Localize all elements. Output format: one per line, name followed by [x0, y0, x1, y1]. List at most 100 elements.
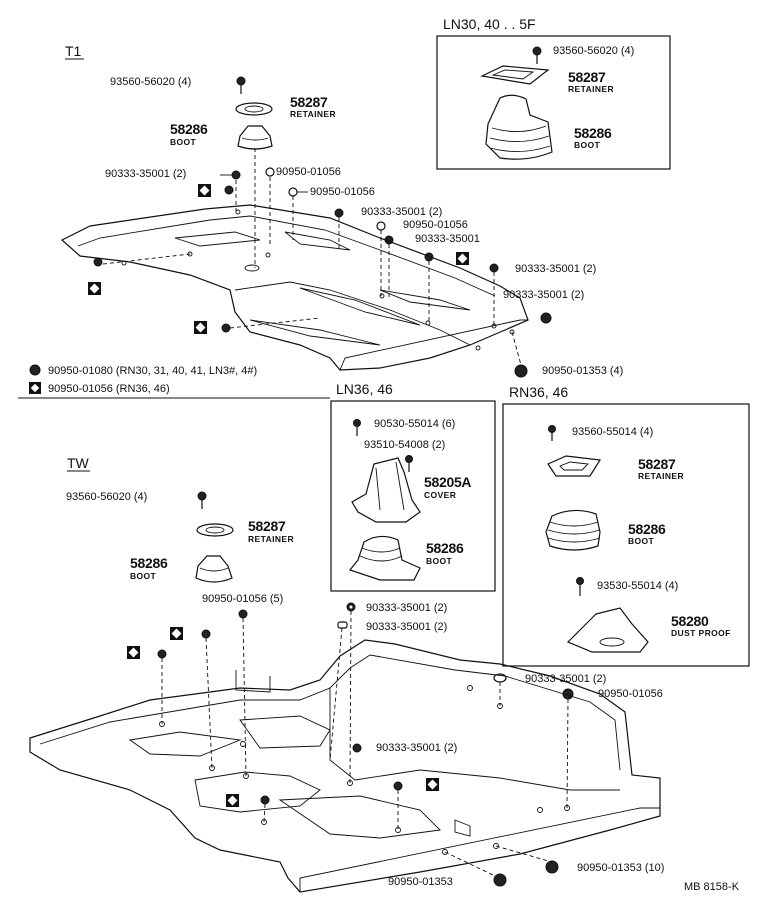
ln36-boot-number: 58286	[426, 540, 464, 556]
t1-clip-a-ref: 90333-35001 (2)	[105, 168, 186, 180]
tw-plug-d-ref: 90950-01353	[388, 876, 453, 888]
tw-retainer-number: 58287	[248, 518, 286, 534]
rn36-boot-name: BOOT	[628, 536, 655, 546]
plug-icon	[514, 364, 528, 378]
dust-proof-icon	[566, 607, 649, 653]
t1-clip-d-ref: 90333-35001 (2)	[515, 263, 596, 275]
t1-retainer-number: 58287	[290, 94, 328, 110]
plug-icon	[265, 167, 275, 177]
boot-icon	[237, 125, 273, 150]
tw-bolt-ref: 93560-56020 (4)	[66, 491, 147, 503]
bolt-icon	[197, 491, 207, 509]
plug-icon	[238, 609, 248, 619]
diamond-marker-icon	[424, 252, 469, 265]
plug-icon	[288, 187, 298, 197]
boot-icon	[348, 535, 421, 581]
t1-plug-c-ref: 90950-01056	[403, 219, 468, 231]
retainer-icon	[547, 455, 602, 477]
diamond-marker-icon	[393, 778, 439, 791]
cover-icon	[351, 457, 421, 523]
retainer-icon	[196, 523, 234, 537]
section-t1-label: T1	[65, 43, 82, 59]
diamond-marker-icon	[226, 794, 270, 807]
rn36-screw-a-ref: 93560-55014 (4)	[572, 426, 653, 438]
bolt-icon	[532, 46, 542, 64]
clip-icon	[352, 743, 362, 753]
tw-boot-number: 58286	[130, 555, 168, 571]
t1-plug-d-ref: 90950-01353 (4)	[542, 365, 623, 377]
inset-ln30-frame	[436, 35, 671, 170]
diagram-code: MB 8158-K	[684, 881, 740, 893]
tw-plug-a-ref: 90950-01056 (5)	[202, 593, 283, 605]
inset-ln30-40-5f: LN30, 40 . . 5F 93560-56020 (4) 58287 RE…	[436, 16, 671, 170]
ln36-cover-number: 58205A	[424, 474, 471, 490]
clip-icon	[346, 602, 356, 612]
inset-ln36-title: LN36, 46	[336, 381, 393, 397]
tw-plug-c-ref: 90950-01353 (10)	[577, 862, 664, 874]
inset-ln36-frame	[330, 400, 496, 592]
tw-retainer-name: RETAINER	[248, 534, 294, 544]
ln30-boot-name: BOOT	[574, 140, 601, 150]
diamond-marker-icon	[88, 257, 103, 295]
ln36-cover-name: COVER	[424, 490, 456, 500]
inset-rn36-title: RN36, 46	[509, 384, 568, 400]
inset-ln36-46: LN36, 46 90530-55014 (6) 93510-54008 (2)…	[330, 381, 496, 592]
clip-icon	[489, 263, 499, 273]
plug-icon	[376, 221, 386, 231]
screw-icon	[353, 419, 361, 436]
t1-plug-b-ref: 90950-01056	[310, 186, 375, 198]
tw-clip-b-ref: 90333-35001 (2)	[366, 621, 447, 633]
rn36-screw-b-ref: 93530-55014 (4)	[597, 580, 678, 592]
tw-clip-a-ref: 90333-35001 (2)	[366, 602, 447, 614]
t1-floor-pan	[60, 148, 529, 371]
clip-icon	[334, 208, 344, 218]
tw-clip-d-ref: 90333-35001 (2)	[376, 742, 457, 754]
t1-boot-name: BOOT	[170, 137, 197, 147]
diamond-marker-icon	[194, 321, 231, 334]
clip-icon	[540, 312, 552, 324]
plug-icon	[493, 873, 507, 887]
ln30-bolt-ref: 93560-56020 (4)	[553, 45, 634, 57]
bolt-icon	[236, 76, 246, 94]
retainer-icon	[480, 65, 550, 85]
inset-ln30-title: LN30, 40 . . 5F	[443, 16, 536, 32]
rn36-dust-proof-number: 58280	[671, 613, 709, 629]
rn36-retainer-number: 58287	[638, 456, 676, 472]
tw-floor-pan	[29, 610, 661, 893]
inset-rn36-frame	[502, 403, 750, 667]
t1-boot-number: 58286	[170, 121, 208, 137]
t1-clip-e-ref: 90333-35001 (2)	[503, 289, 584, 301]
t1-clip-c-ref: 90333-35001	[415, 233, 480, 245]
legend-diamond-icon	[29, 382, 41, 394]
retainer-icon	[235, 102, 273, 116]
tw-boot-name: BOOT	[130, 571, 157, 581]
screw-icon	[576, 577, 584, 596]
boot-icon	[545, 509, 601, 551]
t1-retainer-name: RETAINER	[290, 109, 336, 119]
ln30-boot-number: 58286	[574, 125, 612, 141]
legend-circle-icon	[29, 364, 41, 376]
diamond-marker-icon	[198, 184, 234, 197]
screw-icon	[405, 455, 413, 472]
tw-plug-b-ref: 90950-01056	[598, 688, 663, 700]
rn36-boot-number: 58286	[628, 521, 666, 537]
diamond-marker-icon	[170, 627, 211, 640]
legend: 90950-01080 (RN30, 31, 40, 41, LN3#, 4#)…	[18, 364, 330, 399]
clip-icon	[337, 621, 348, 629]
clip-icon	[231, 170, 241, 180]
diamond-marker-icon	[127, 646, 167, 659]
section-tw-label: TW	[67, 455, 90, 471]
ln36-screw-b-ref: 93510-54008 (2)	[364, 439, 445, 451]
rn36-retainer-name: RETAINER	[638, 471, 684, 481]
inset-rn36-46: RN36, 46 93560-55014 (4) 58287 RETAINER …	[502, 384, 750, 667]
ln30-retainer-name: RETAINER	[568, 84, 614, 94]
boot-icon	[485, 94, 553, 160]
boot-icon	[195, 555, 233, 583]
ln36-boot-name: BOOT	[426, 556, 453, 566]
screw-icon	[548, 425, 556, 441]
rn36-dust-proof-name: DUST PROOF	[671, 628, 731, 638]
legend-diamond-note: 90950-01056 (RN36, 46)	[48, 383, 170, 395]
ln36-screw-a-ref: 90530-55014 (6)	[374, 418, 455, 430]
tw-clip-c-ref: 90333-35001 (2)	[525, 673, 606, 685]
